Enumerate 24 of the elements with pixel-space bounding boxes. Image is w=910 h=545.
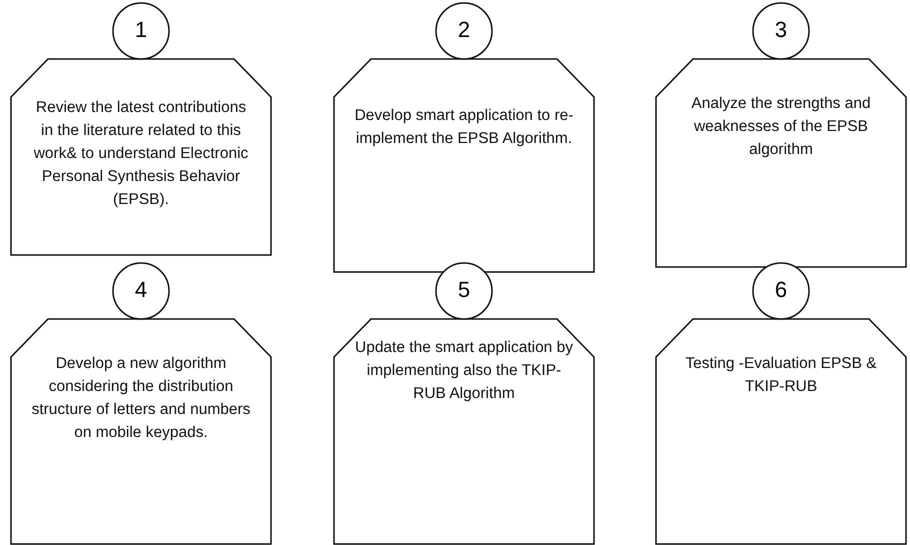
step-description: Review the latest contributions in the literature related to this work& to understand Electronic Personal Synthesis Behavior (EPSB). <box>32 98 250 210</box>
step-number: 5 <box>456 276 472 304</box>
step-description: Develop a new algorithm considering the distribution structure of letters and numbers on mobile keypads. <box>30 354 252 443</box>
step-number-circle <box>435 2 493 60</box>
step-description: Update the smart application by implementing also the TKIP-RUB Algorithm <box>354 338 574 404</box>
step-card <box>10 318 272 545</box>
step-number-circle <box>752 2 810 60</box>
step-card <box>655 318 907 545</box>
step-description: Analyze the strengths and weaknesses of the EPSB algorithm <box>690 94 872 160</box>
step-number: 1 <box>134 16 148 44</box>
step-card <box>333 58 595 273</box>
step-description: Testing -Evaluation EPSB & TKIP-RUB <box>684 354 878 397</box>
step-number-circle <box>112 2 170 60</box>
step-number-circle <box>112 262 170 320</box>
step-number: 2 <box>456 16 472 44</box>
step-number: 4 <box>134 276 148 304</box>
step-number: 3 <box>774 16 788 44</box>
step-number: 6 <box>774 276 788 304</box>
step-card <box>333 318 595 545</box>
step-number-circle <box>435 262 493 320</box>
step-number-circle <box>752 262 810 320</box>
step-card <box>655 58 907 268</box>
step-card <box>10 58 272 256</box>
step-description: Develop smart application to re-implement the EPSB Algorithm. <box>354 106 574 149</box>
